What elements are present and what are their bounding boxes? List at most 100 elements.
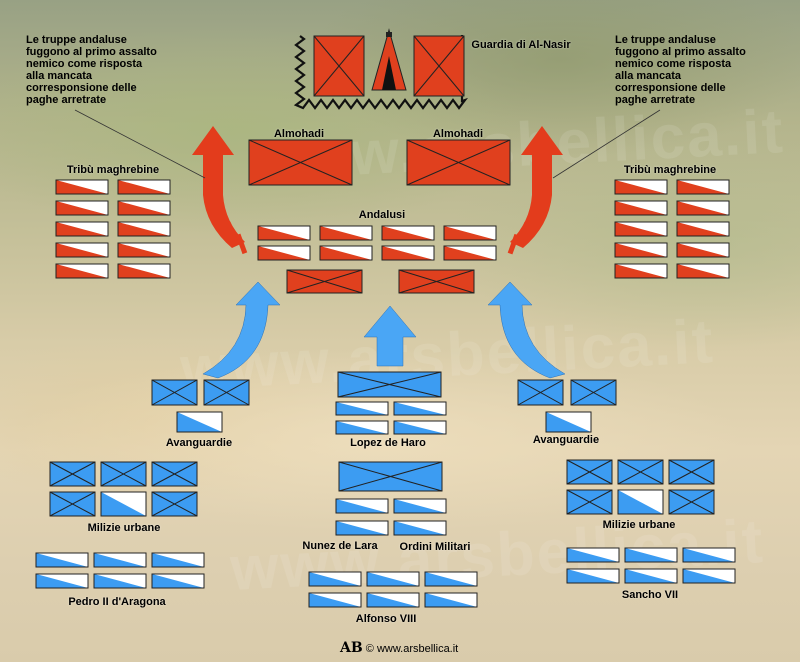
avanguardia-right-light-border [545, 411, 592, 433]
guard-block-left [313, 35, 365, 97]
milizie-left-top-0-1 [100, 461, 147, 487]
guard-block-right [413, 35, 465, 97]
site-url[interactable]: www.arsbellica.it [376, 643, 459, 655]
almohadi-left-label: Almohadi [273, 128, 325, 140]
tribu-right-block-3-0-border [614, 242, 668, 258]
tent-top [386, 32, 392, 37]
alfonso-block-1-1-border [366, 592, 420, 608]
sancho-block-0-0-border [566, 547, 620, 563]
tribu-left-block-3-0-half [56, 243, 108, 257]
andalusi-block-1-0-half [258, 246, 310, 260]
lopez-light-1-1 [393, 420, 447, 435]
left-note-leader [74, 109, 206, 179]
avanguardia-left-heavy-b-cross-b [203, 379, 250, 406]
lopez-light-1-0-border [335, 420, 389, 435]
tribu-left-block-2-0-half [56, 222, 108, 236]
lopez-heavy-cross-b [337, 371, 442, 398]
tribu-left-block-4-1-half [118, 264, 170, 278]
tribu-right-block-3-1-half [677, 243, 729, 257]
lopez-light-1-0 [335, 420, 389, 435]
tribu-left-block-0-1-half [118, 180, 170, 194]
andalusi-block-1-3 [443, 245, 497, 261]
tribu-left-block-3-0-border [55, 242, 109, 258]
tribu-right-block-2-1 [676, 221, 730, 237]
avanguardia-right-heavy-a-cross-b [517, 379, 564, 406]
pedro-block-1-0 [35, 573, 89, 589]
tribu-left-block-1-1-half [118, 201, 170, 215]
nunez-ordini-light-0-0 [335, 498, 389, 514]
tribu-left-block-4-1 [117, 263, 171, 279]
alfonso-block-0-0-half [309, 572, 361, 586]
alfonso-label: Alfonso VIII [355, 613, 417, 625]
tribu-right-block-3-1-border [676, 242, 730, 258]
andalusi-heavy-right-cross-b [398, 269, 475, 294]
retreat-arrow-right [510, 126, 563, 248]
andalusi-block-1-0 [257, 245, 311, 261]
andalusi-block-0-2 [381, 225, 435, 241]
avanguardia-left-heavy-a [151, 379, 198, 406]
milizie-right-top-0-0-cross-b [566, 459, 613, 485]
alfonso-block-0-2 [424, 571, 478, 587]
tribu-left-block-0-1-border [117, 179, 171, 195]
right-note-leader [552, 109, 661, 179]
alfonso-block-1-1 [366, 592, 420, 608]
andalusi-heavy-right [398, 269, 475, 294]
milizie-right-top-0-0 [566, 459, 613, 485]
pedro-block-0-1 [93, 552, 147, 568]
centre-heavy-cross-b [338, 461, 443, 492]
leader-lines [74, 109, 661, 179]
milizie-right-bottom-a-cross-b [566, 489, 613, 515]
tribu-left-block-1-0-half [56, 201, 108, 215]
tribu-right-label: Tribù maghrebine [623, 164, 717, 176]
pedro-label: Pedro II d'Aragona [68, 596, 166, 608]
milizie-right-top-0-1 [617, 459, 664, 485]
sancho-block-0-1-half [625, 548, 677, 562]
retreat-dash-left-b [235, 233, 248, 255]
alfonso-block-0-1 [366, 571, 420, 587]
andalusi-block-1-1-border [319, 245, 373, 261]
andalusi-block-1-2 [381, 245, 435, 261]
avanguardia-right-heavy-b [570, 379, 617, 406]
nunez-ordini-light-0-1-border [393, 498, 447, 514]
andalusi-block-0-3-border [443, 225, 497, 241]
alfonso-block-1-0 [308, 592, 362, 608]
milizie-right-bottom-b [617, 489, 664, 515]
footer: AB © www.arsbellica.it [340, 640, 458, 656]
avanguardia-left-light-half [177, 412, 222, 432]
sancho-block-1-0 [566, 568, 620, 584]
advance-arrow-left [202, 281, 281, 379]
milizie-left-top-0-2-cross-b [151, 461, 198, 487]
milizie-right-top-0-2-cross-b [668, 459, 715, 485]
tribu-right-block-4-1-border [676, 263, 730, 279]
lopez-light-1-1-border [393, 420, 447, 435]
avanguardia-left-heavy-a-cross-b [151, 379, 198, 406]
tent-door [382, 56, 396, 90]
unit-blocks [35, 28, 736, 608]
tribu-right-block-0-1-half [677, 180, 729, 194]
andalusi-block-0-2-border [381, 225, 435, 241]
movement-arrows [192, 126, 566, 379]
avanguardie-left-label: Avanguardie [165, 437, 233, 449]
milizie-left-bottom-c-cross-b [151, 491, 198, 517]
tribu-left-block-3-1-border [117, 242, 171, 258]
andalusi-block-1-1-half [320, 246, 372, 260]
tribu-left-block-4-0-border [55, 263, 109, 279]
alfonso-block-0-1-half [367, 572, 419, 586]
nunez-label: Nunez de Lara [302, 540, 378, 552]
milizie-left-bottom-a [49, 491, 96, 517]
tribu-right-block-3-1 [676, 242, 730, 258]
retreat-dash-right-b [507, 233, 520, 255]
andalusi-heavy-left-cross-b [286, 269, 363, 294]
tribu-left-label: Tribù maghrebine [66, 164, 160, 176]
milizie-right-label: Milizie urbane [602, 519, 676, 531]
tribu-right-block-1-1-border [676, 200, 730, 216]
tribu-right-block-4-0-border [614, 263, 668, 279]
tribu-left-block-0-0 [55, 179, 109, 195]
avanguardie-right-label: Avanguardie [532, 434, 600, 446]
sancho-block-1-2-half [683, 569, 735, 583]
milizie-right-bottom-b-half [618, 490, 663, 514]
copyright-symbol: © [365, 643, 374, 655]
milizie-left-top-0-0-cross-b [49, 461, 96, 487]
sancho-block-1-1-half [625, 569, 677, 583]
